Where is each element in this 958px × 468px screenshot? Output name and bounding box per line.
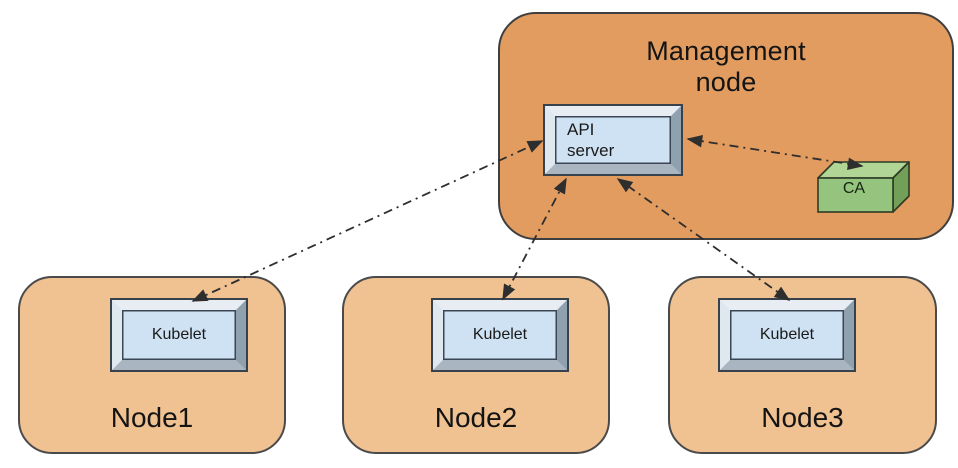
ca-front-face — [817, 177, 894, 213]
node-2-label: Node2 — [434, 402, 518, 433]
kubelet-label-node2: Kubelet — [472, 326, 528, 343]
kubelet-label-node1: Kubelet — [151, 326, 207, 343]
kubelet-label-node3: Kubelet — [759, 326, 815, 343]
api-server-box: API server — [543, 104, 683, 176]
kubelet-box-node3: Kubelet — [718, 298, 856, 372]
ca-box: CA — [815, 158, 913, 216]
management-node-label: Management node — [646, 36, 806, 97]
api-server-label: API server — [567, 120, 615, 160]
ca-label: CA — [842, 180, 866, 197]
node-1-label: Node1 — [110, 402, 194, 433]
kubelet-box-node2: Kubelet — [431, 298, 569, 372]
node-3-label: Node3 — [761, 402, 844, 433]
kubelet-box-node1: Kubelet — [110, 298, 248, 372]
